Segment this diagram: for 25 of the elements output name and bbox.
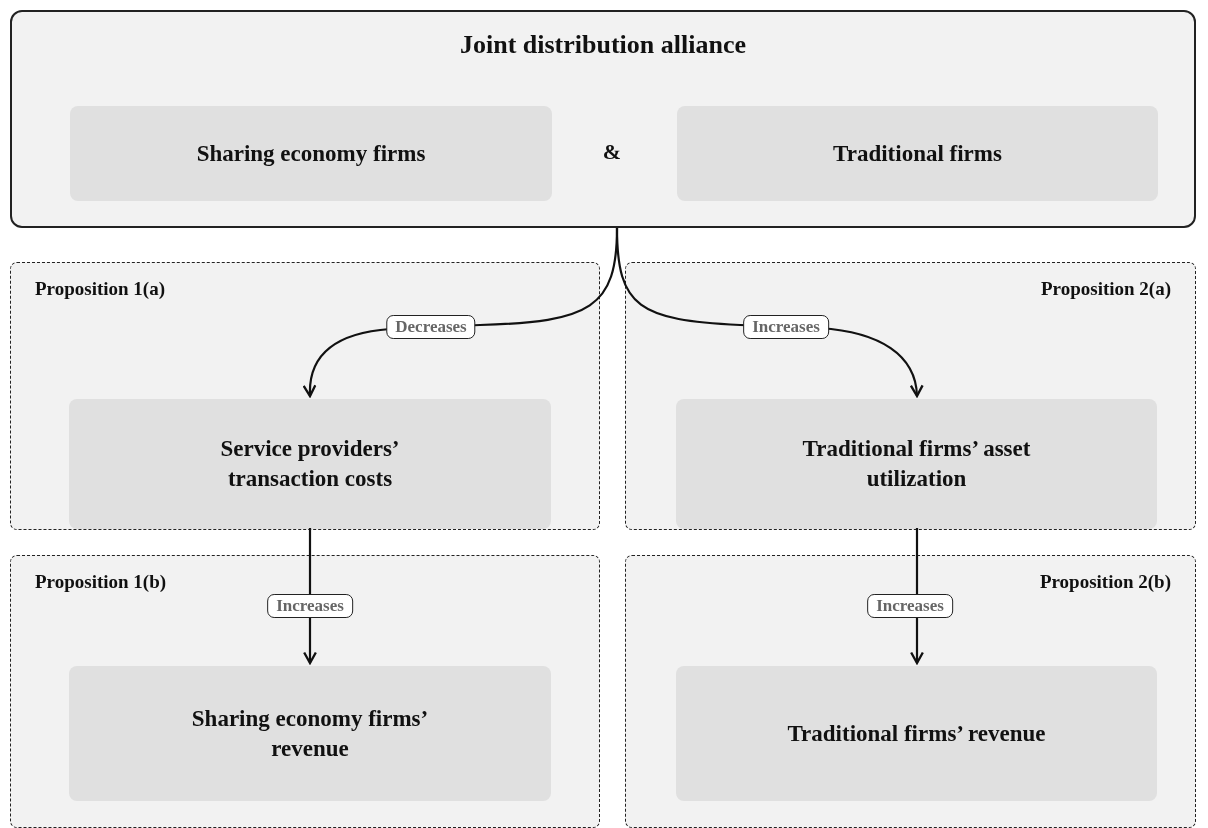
edge-label: Increases	[867, 594, 953, 618]
heading: Proposition 1(b)	[35, 570, 167, 593]
edge-label: Increases	[743, 315, 829, 339]
box-label: Sharing economy firms	[195, 139, 427, 168]
box-label: Traditional firms	[832, 139, 1003, 168]
proposition-panel	[625, 555, 1196, 828]
heading: Proposition 2(a)	[1041, 277, 1171, 300]
edge-label: Increases	[267, 594, 353, 618]
proposition-panel	[10, 262, 600, 530]
concept-box	[676, 666, 1157, 801]
concept-box	[69, 666, 551, 801]
box-label: Traditional firms’ asset utilization	[801, 435, 1032, 493]
box-label: Sharing economy firms’ revenue	[190, 704, 430, 763]
proposition-panel	[625, 262, 1196, 530]
proposition-panel	[10, 555, 600, 828]
concept-box	[69, 399, 551, 529]
edge-label: Decreases	[386, 315, 476, 339]
heading: Proposition 2(b)	[1039, 570, 1171, 593]
connector-symbol: &	[602, 139, 622, 165]
group-box	[10, 10, 1196, 228]
box-label: Traditional firms’ revenue	[786, 719, 1047, 748]
heading: Proposition 1(a)	[35, 277, 165, 300]
heading: Joint distribution alliance	[458, 30, 747, 61]
concept-box	[676, 399, 1157, 529]
box-label: Service providers’ transaction costs	[219, 435, 401, 493]
